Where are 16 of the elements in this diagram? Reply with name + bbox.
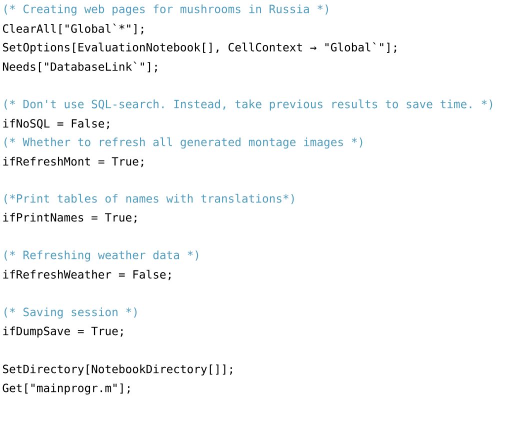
code-line: ifRefreshWeather = False; bbox=[3, 270, 170, 280]
code-comment: (*Print tables of names with translations*) bbox=[4, 194, 294, 204]
code-comment: (* Saving session *) bbox=[4, 307, 137, 319]
code-line: ClearAll["Global`*"]; bbox=[2, 24, 144, 34]
code-comment: (* Whether to refresh all generated montage images *) bbox=[4, 137, 362, 149]
code-comment: (* Creating web pages for mushrooms in Russia *) bbox=[4, 4, 328, 16]
code-comment: (* Don't use SQL-search. Instead, take previous results to save time. *) bbox=[4, 99, 492, 111]
code-line: ifDumpSave = True; bbox=[3, 326, 123, 338]
code-line: ifRefreshMont = True; bbox=[3, 156, 144, 168]
code-line: ifPrintNames = True; bbox=[3, 212, 136, 224]
code-line: Get["mainprogr.m"]; bbox=[2, 383, 130, 395]
code-comment: (* Refreshing weather data *) bbox=[4, 250, 198, 262]
code-line: SetOptions[EvaluationNotebook[], CellContext → "Global`"]; bbox=[2, 42, 396, 54]
code-line: SetDirectory[NotebookDirectory[]]; bbox=[2, 364, 232, 376]
code-line: ifNoSQL = False; bbox=[3, 118, 109, 130]
code-line: Needs["DatabaseLink`"]; bbox=[2, 62, 157, 72]
